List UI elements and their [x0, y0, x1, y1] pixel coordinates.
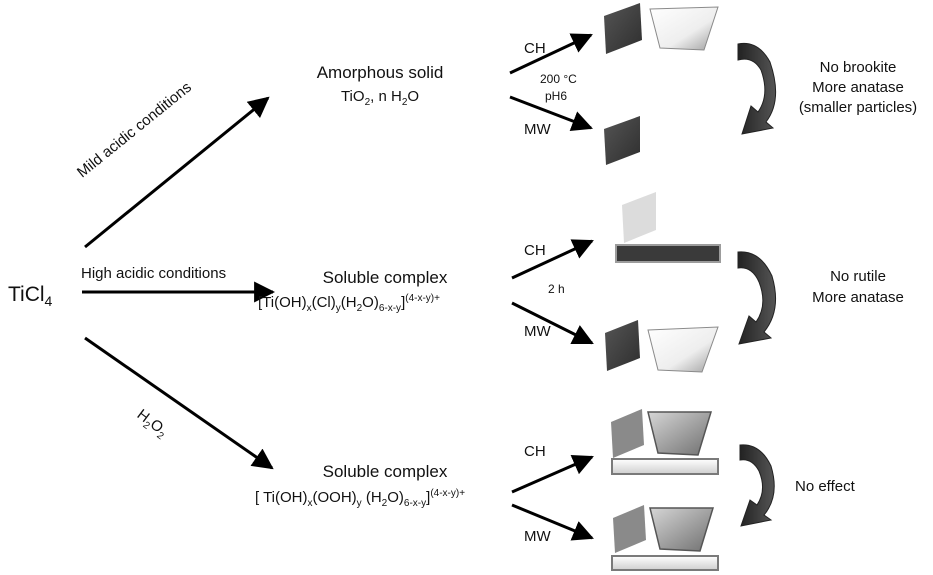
product-1-name: Amorphous solid: [316, 63, 444, 82]
rod-dark-ch-2: [615, 244, 721, 263]
method-mw-1: MW: [524, 121, 551, 138]
outcome-2-line2: More anatase: [812, 289, 904, 306]
start-compound-text: TiCl: [8, 283, 45, 306]
outcome-1-line2: More anatase: [812, 79, 904, 96]
particle-light-ch-2: [622, 192, 656, 243]
product-1-formula: TiO2, n H2O: [340, 88, 420, 108]
curved-arrow-3: [739, 444, 775, 527]
arrow-ch-3: [511, 454, 594, 494]
product-3-name: Soluble complex: [322, 462, 448, 481]
outcome-3-line1: No effect: [795, 478, 855, 495]
method-ch-2: CH: [524, 242, 546, 259]
product-2-formula: [Ti(OH)x(Cl)y(H2O)6-x-y](4-x-y)+: [258, 293, 440, 314]
curved-arrow-1: [737, 42, 777, 135]
start-compound-label: TiCl4: [8, 283, 52, 309]
process-ph: pH6: [545, 89, 568, 103]
start-compound-subscript: 4: [44, 293, 53, 310]
particle-grey-ch-3: [611, 409, 644, 458]
particle-dark-mw-1: [604, 116, 640, 165]
condition-high-acidic: High acidic conditions: [81, 265, 227, 282]
process-time: 2 h: [548, 282, 565, 296]
outcome-2-line1: No rutile: [830, 268, 886, 285]
particle-white-plate-1: [649, 6, 719, 51]
particle-grey-mw-3: [613, 505, 646, 553]
product-3-formula: [ Ti(OH)x(OOH)y (H2O)6-x-y](4-x-y)+: [255, 488, 466, 509]
arrow-mw-2: [511, 301, 594, 345]
particle-dark-ch-1: [604, 3, 642, 54]
product-2-name: Soluble complex: [322, 268, 448, 287]
arrow-mw-3: [511, 503, 594, 541]
method-ch-1: CH: [524, 40, 546, 57]
rod-white-mw-3: [611, 555, 719, 571]
method-mw-2: MW: [524, 323, 551, 340]
particle-greyslab-ch-3: [647, 411, 713, 456]
rod-white-ch-3: [611, 458, 719, 475]
method-mw-3: MW: [524, 528, 551, 545]
method-ch-3: CH: [524, 443, 546, 460]
curved-arrow-2: [737, 251, 777, 345]
outcome-1-line1: No brookite: [819, 59, 897, 76]
arrow-ch-1: [509, 33, 593, 75]
arrow-h2o2: [84, 336, 274, 470]
process-temp: 200 °C: [540, 72, 577, 86]
particle-greyslab-mw-3: [649, 507, 715, 552]
outcome-1-line3: (smaller particles): [798, 99, 918, 116]
arrow-ch-2: [511, 239, 594, 280]
particle-dark-mw-2: [605, 320, 640, 371]
arrow-mw-1: [509, 95, 593, 132]
particle-white-plate-2: [647, 326, 719, 373]
arrow-mild-acidic: [84, 96, 270, 249]
